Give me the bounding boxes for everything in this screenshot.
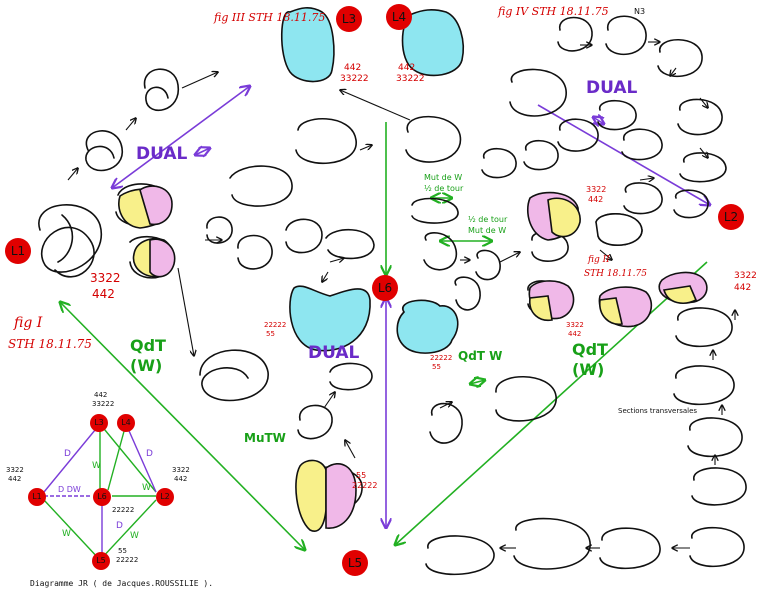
mut-text-2: ½ de tour	[424, 184, 464, 193]
dual-label-1: DUAL	[136, 144, 188, 164]
code-l1a: 3322	[90, 271, 121, 285]
demi-text-1: ½ de tour	[468, 215, 508, 224]
mut-text-1: Mut de W	[424, 173, 463, 182]
mini-edge-d2: D	[146, 449, 153, 459]
n3-label: N3	[634, 7, 646, 16]
code-l6b: 55	[266, 330, 275, 338]
colored-regions	[118, 7, 708, 532]
fig4-label: fig IV STH 18.11.75	[498, 5, 609, 18]
code-knot-a: 3322	[566, 321, 584, 329]
mini-code-right-a: 3322	[172, 466, 190, 474]
mini-code-center: 22222	[112, 506, 135, 514]
mini-edge-w4: W	[130, 531, 139, 541]
mini-node-l2: L2	[156, 488, 174, 506]
qdt-label-2: QdT	[572, 340, 608, 359]
mini-edge-w3: W	[62, 529, 71, 539]
code-l3a: 442	[344, 63, 362, 73]
flow-arrows	[67, 42, 735, 548]
mini-code-right-b: 442	[174, 475, 188, 483]
mini-node-l3: L3	[90, 414, 108, 432]
mini-edge-w1: W	[92, 461, 101, 471]
code-l6c: 22222	[430, 354, 453, 362]
node-l1: L1	[5, 238, 31, 264]
code-mid-a: 3322	[586, 185, 607, 194]
node-l4: L4	[386, 4, 412, 30]
fig1-label: fig I	[14, 315, 43, 331]
mini-code-bottom-a: 55	[118, 547, 127, 555]
qdt-label-2w: (W)	[572, 360, 605, 379]
node-l3: L3	[336, 6, 362, 32]
code-l6d: 55	[432, 363, 441, 371]
mini-code-top-a: 442	[94, 391, 108, 399]
code-knot-b: 442	[568, 330, 582, 338]
mini-edge-dw: D DW	[58, 485, 81, 494]
dual-label-3: DUAL	[308, 343, 360, 363]
fig2-date: STH 18.11.75	[584, 269, 647, 279]
code-l4b: 33222	[396, 74, 425, 84]
code-l2a: 3322	[734, 271, 757, 281]
mini-edge-d4: D	[116, 521, 123, 531]
mini-graph-edges	[43, 423, 157, 561]
node-l5: L5	[342, 550, 368, 576]
mini-node-l1: L1	[28, 488, 46, 506]
code-l3b: 33222	[340, 74, 369, 84]
mini-code-bottom-b: 22222	[116, 556, 139, 564]
code-l4a: 442	[398, 63, 416, 73]
mini-code-left-a: 3322	[6, 466, 24, 474]
code-mid-b: 442	[588, 195, 604, 204]
mini-node-l5: L5	[92, 552, 110, 570]
mini-node-l6: L6	[93, 488, 111, 506]
dual-label-2: DUAL	[586, 78, 638, 98]
fig1-date: STH 18.11.75	[8, 337, 92, 351]
code-l2b: 442	[734, 283, 752, 293]
mini-edge-d1: D	[64, 449, 71, 459]
node-l6: L6	[372, 275, 398, 301]
qdt-label-1: QdT	[130, 336, 166, 355]
diagram-caption: Diagramme JR ( de Jacques.ROUSSILIE ).	[30, 579, 214, 588]
mutw-label: MuTW	[244, 431, 286, 445]
mini-code-top-b: 33222	[92, 400, 115, 408]
code-l5a: 55	[356, 471, 367, 480]
mini-edge-w2: W	[142, 483, 151, 493]
demi-text-2: Mut de W	[468, 226, 507, 235]
code-l5b: 22222	[352, 481, 378, 490]
qdt-label-1w: (W)	[130, 356, 163, 375]
qdt-label-3: QdT W	[458, 349, 503, 363]
code-l1b: 442	[92, 287, 115, 301]
mini-code-left-b: 442	[8, 475, 22, 483]
fig3-label: fig III STH 18.11.75	[214, 11, 326, 24]
code-l6a: 22222	[264, 321, 287, 329]
node-l2: L2	[718, 204, 744, 230]
mini-node-l4: L4	[117, 414, 135, 432]
sections-label: Sections transversales	[618, 407, 698, 415]
fig2-label: fig II	[588, 255, 610, 265]
